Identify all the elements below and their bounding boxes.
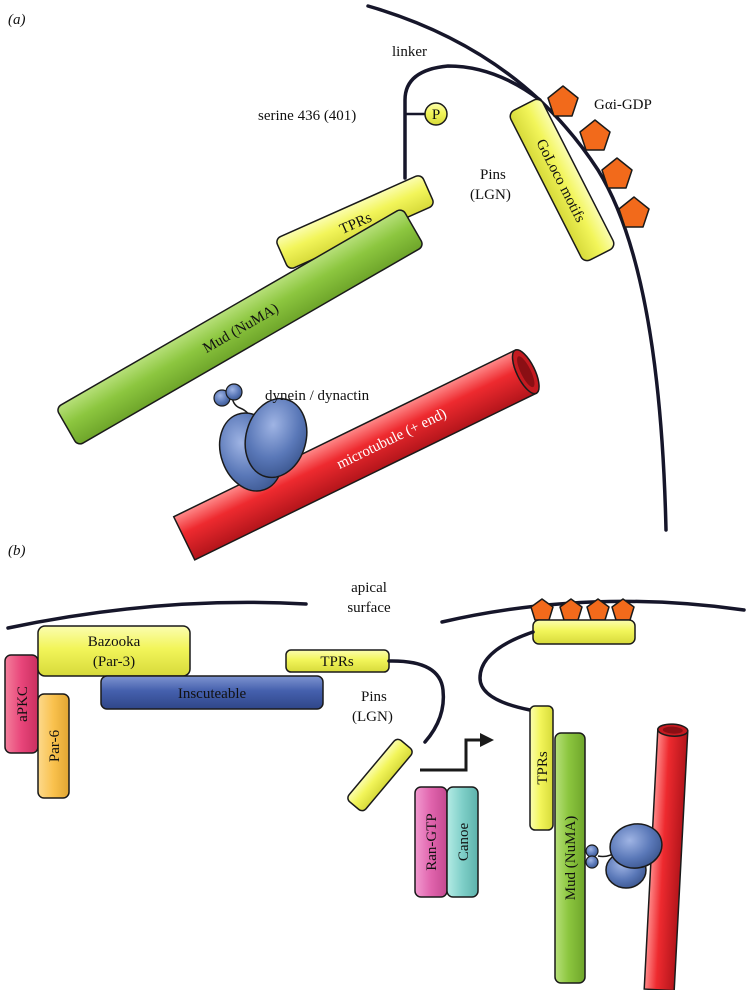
ran-gtp-label: Ran-GTP [424,813,440,871]
tprs-label-b-right: TPRs [535,751,551,785]
galpha-pentagons [547,85,650,228]
tprs-box-b-right [529,705,554,831]
inscuteable-box [100,675,324,710]
mud-box-b [554,732,586,984]
transition-arrowhead [480,733,494,747]
transition-arrow [420,738,482,772]
apical-surface-right [440,599,746,624]
mud-box-a [57,209,423,445]
apical-surface-left [6,600,308,630]
mud-label-b: Mud (NuMA) [563,816,579,901]
galpha-label: Gαi-GDP [594,97,652,113]
pins-linker [403,64,542,180]
serine-label: serine 436 (401) [258,108,356,124]
pins-label-a-1: Pins [480,167,506,183]
canoe-label: Canoe [456,823,472,862]
goloco-box [509,98,615,262]
apical-label-1: apical [351,580,387,596]
bazooka-label-2: (Par-3) [93,654,135,670]
galpha-pentagons-b [530,598,635,621]
phosphate-label: P [432,107,440,123]
pins-label-a-2: (LGN) [470,187,511,203]
tprs-label-b-left: TPRs [320,654,354,670]
dynein-label: dynein / dynactin [265,388,370,404]
pins-linker-b-left [387,659,446,744]
inscuteable-label: Inscuteable [178,686,247,702]
dynein-complex-b [585,823,663,889]
cell-cortex-a [366,4,668,532]
goloco-box-b-left [347,738,413,812]
pins-label-b-2: (LGN) [352,709,393,725]
phosphate-circle [424,102,448,126]
pins-linker-b-right [478,630,535,712]
apical-label-2: surface [347,600,391,616]
goloco-box-b-right [532,619,636,645]
dynein-complex-a [213,383,308,492]
linker-label: linker [392,44,427,60]
apkc-label: aPKC [15,686,31,722]
panel-b-label: (b) [8,543,26,559]
par6-box [37,693,70,799]
panel-a-label: (a) [8,12,26,28]
par6-label: Par-6 [47,729,63,762]
bazooka-label-1: Bazooka [88,634,141,650]
canoe-box [446,786,479,898]
pins-label-b-1: Pins [361,689,387,705]
